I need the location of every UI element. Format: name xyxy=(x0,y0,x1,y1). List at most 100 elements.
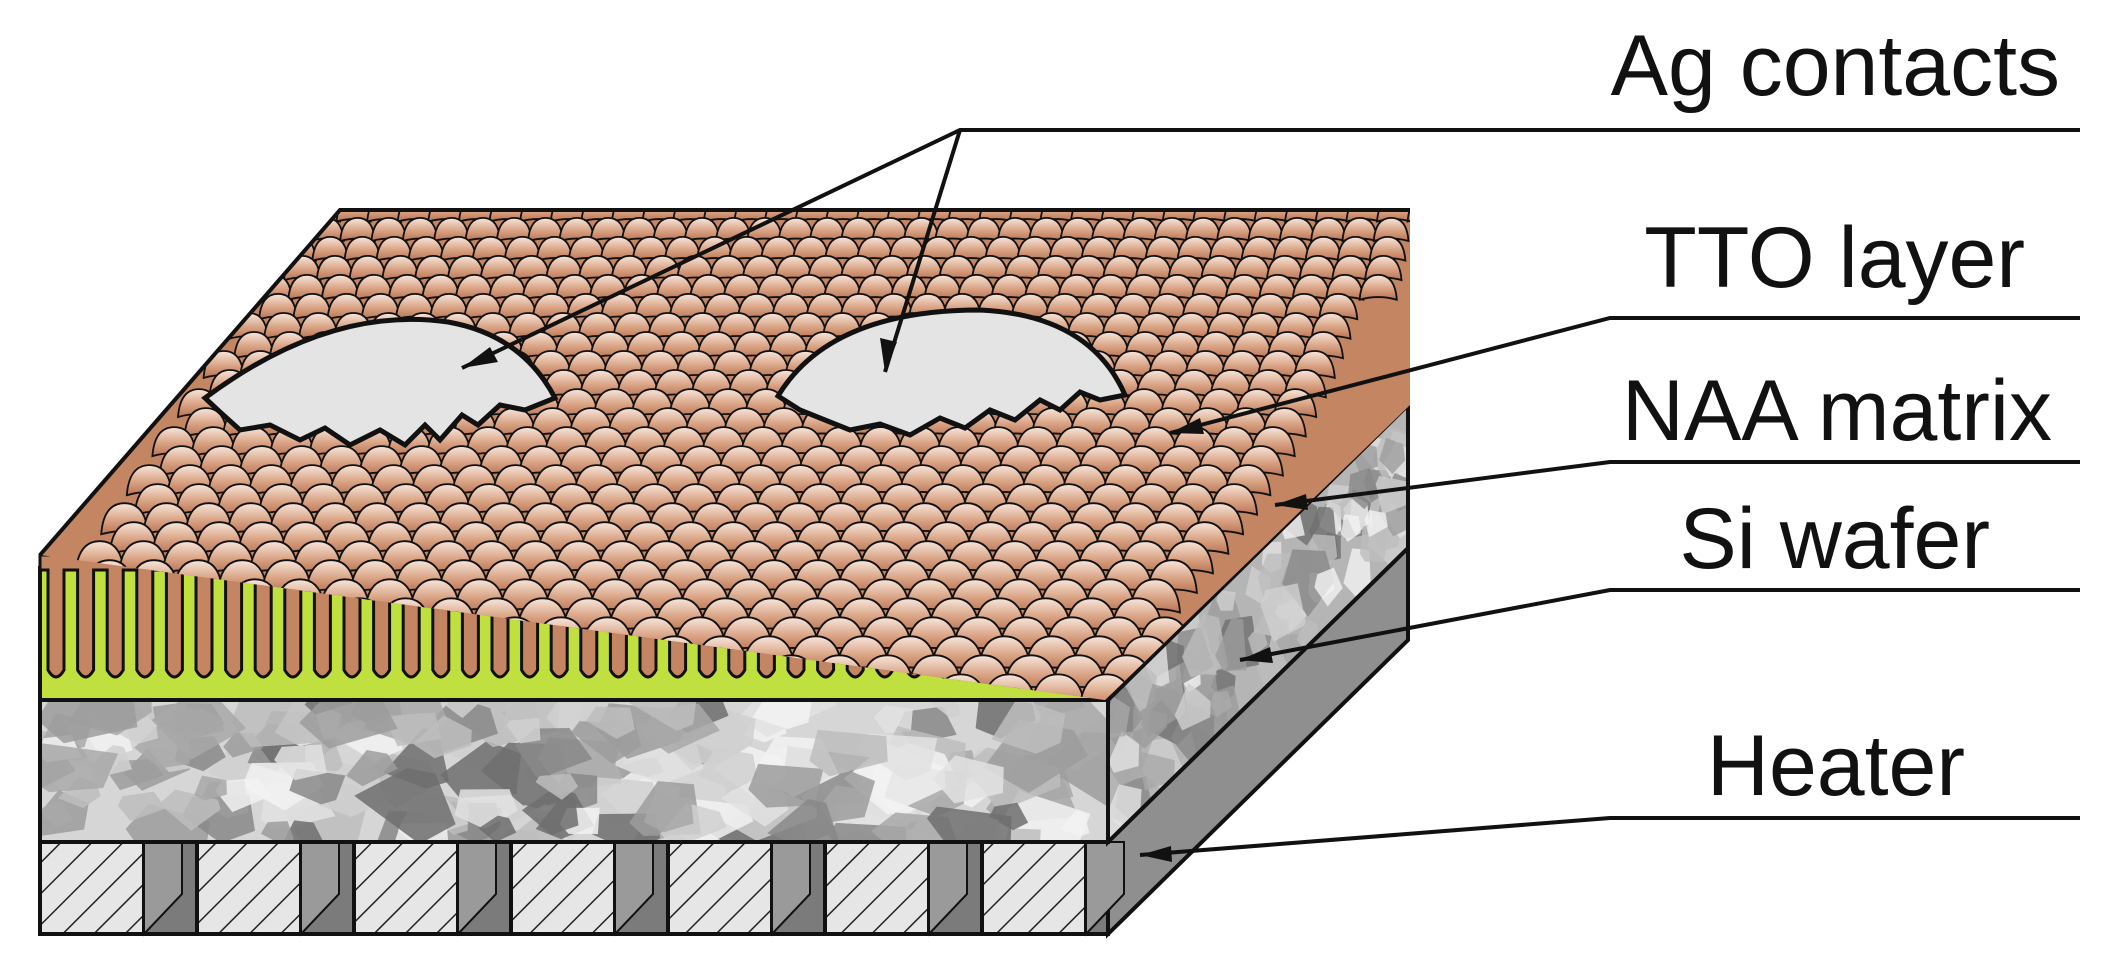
tto-scale xyxy=(956,273,997,301)
heater-blocks xyxy=(38,840,1125,937)
tto-scale xyxy=(1069,254,1108,282)
label-si-wafer: Si wafer xyxy=(1679,491,1990,587)
tto-scale xyxy=(856,273,896,301)
tto-scale xyxy=(856,235,894,262)
si-texture-facet xyxy=(521,791,579,835)
si-texture-facet xyxy=(586,706,635,739)
heater-block xyxy=(352,840,460,936)
tto-scale xyxy=(746,216,784,243)
tto-scale xyxy=(1003,254,1043,282)
naa-matrix-leader xyxy=(1274,460,2080,507)
tto-scale xyxy=(643,254,682,282)
tto-scale xyxy=(774,254,813,282)
tto-scale xyxy=(823,273,863,301)
tto-scale xyxy=(1406,210,1410,223)
si-texture-facet xyxy=(1215,617,1247,671)
ag-contacts xyxy=(201,307,1129,449)
si-texture-facet xyxy=(1247,628,1268,657)
si-texture-facet xyxy=(1360,526,1389,563)
arrowhead xyxy=(1140,846,1172,862)
ag-contact-left xyxy=(201,316,559,449)
tto-scale xyxy=(631,235,670,262)
si-texture-facet xyxy=(438,700,481,719)
tto-top-edge xyxy=(38,208,1410,557)
si-texture-facet xyxy=(1061,811,1090,837)
si-texture-facet xyxy=(346,750,398,787)
si-texture-facet xyxy=(767,799,840,842)
si-texture-facet xyxy=(1364,510,1388,538)
tto-scale xyxy=(1028,216,1065,243)
si-wafer-leader xyxy=(1239,588,2080,662)
si-texture-facet xyxy=(991,700,1066,754)
tto-scale xyxy=(934,216,972,243)
tto-scale xyxy=(840,216,878,243)
si-texture-facet xyxy=(932,755,1004,804)
tto-scale xyxy=(1036,254,1075,282)
tto-scale xyxy=(610,254,649,282)
heater-block xyxy=(823,840,931,936)
heater-block xyxy=(195,840,303,936)
si-texture-facet xyxy=(1341,514,1361,542)
tto-scale xyxy=(1059,216,1097,243)
tto-scale xyxy=(741,254,780,282)
tto-scale xyxy=(777,216,815,243)
tto-scale xyxy=(577,254,617,282)
arrowhead xyxy=(462,347,498,368)
si-texture-facet xyxy=(151,700,247,760)
si-texture-facet xyxy=(672,701,756,765)
tto-scale xyxy=(1029,673,1086,700)
tto-scale xyxy=(1016,235,1054,262)
tto-scale xyxy=(683,216,721,243)
si-texture-facet xyxy=(748,763,824,808)
si-texture-facet xyxy=(1348,468,1378,510)
si-texture-facet xyxy=(260,821,294,842)
si-texture-facet xyxy=(930,700,961,718)
tto-scale xyxy=(728,235,766,262)
tto-scale xyxy=(722,273,762,301)
si-texture-facet xyxy=(117,791,166,821)
tto-scale xyxy=(805,292,846,321)
label-ag-contacts: Ag contacts xyxy=(1611,18,2060,114)
heater-block-shadow xyxy=(1085,841,1125,937)
si-texture-facet xyxy=(1379,437,1406,475)
tto-layer-leader xyxy=(1169,316,2080,435)
tto-scale xyxy=(1358,273,1398,301)
si-texture-facet xyxy=(752,700,812,730)
si-texture-facet xyxy=(535,773,579,800)
si-texture-facet xyxy=(1260,583,1307,642)
arrowhead xyxy=(1170,418,1204,434)
tto-scale xyxy=(567,235,606,262)
tto-scale xyxy=(771,292,812,321)
si-texture-facet xyxy=(1375,475,1407,515)
tto-scale xyxy=(1080,235,1118,262)
layer-labels: Ag contacts TTO layer NAA matrix Si wafe… xyxy=(1611,18,2060,814)
label-tto-layer: TTO layer xyxy=(1644,210,2025,306)
tto-scale xyxy=(708,254,748,282)
si-texture-facet xyxy=(274,744,327,781)
tto-scale xyxy=(839,254,879,282)
tto-scale xyxy=(888,235,926,262)
si-texture-facet xyxy=(1138,752,1175,791)
si-wafer-layer xyxy=(38,400,1410,847)
tto-scale xyxy=(621,216,658,243)
tto-scale xyxy=(760,235,798,262)
tto-scale xyxy=(786,312,828,341)
si-texture-facet xyxy=(1216,590,1236,611)
si-texture-facet xyxy=(1174,682,1211,731)
heater-block xyxy=(38,840,146,936)
tto-scale xyxy=(652,216,690,243)
heater-block xyxy=(980,840,1088,936)
si-texture-facet xyxy=(194,775,227,801)
tto-scale xyxy=(589,216,627,243)
si-texture-facet xyxy=(215,778,271,813)
si-texture-facet xyxy=(698,747,758,791)
heater-leader xyxy=(1139,816,2080,857)
tto-scale xyxy=(558,216,596,243)
heater-layer xyxy=(38,543,1410,939)
tto-scale xyxy=(1090,216,1128,243)
tto-scale xyxy=(599,235,638,262)
si-texture-facet xyxy=(1141,683,1184,738)
si-texture-facet xyxy=(1325,484,1353,521)
